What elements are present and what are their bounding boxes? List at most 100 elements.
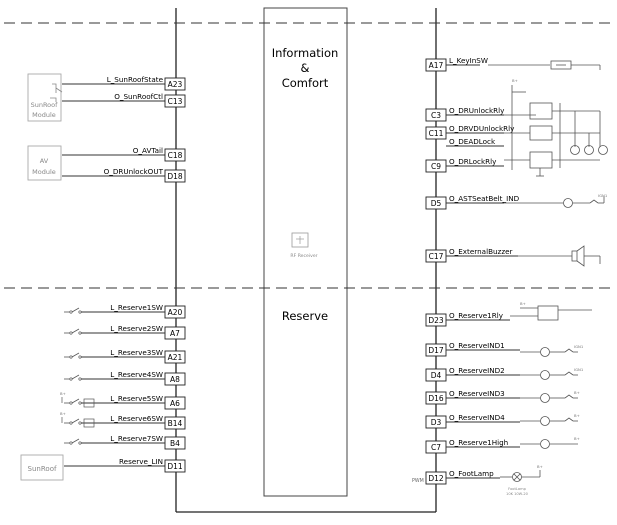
pin-label: A21 <box>168 353 183 362</box>
pwm-label: PWM <box>412 478 424 484</box>
footlamp-lamp <box>512 472 522 482</box>
sunroof-lin-box <box>20 454 64 481</box>
right-devices <box>488 60 608 482</box>
signal-label: O_Reserve1High <box>449 438 508 447</box>
right-pin-o-reserveind2: D4O_ReserveIND2 <box>425 366 520 382</box>
sunroof-module-box <box>27 73 62 122</box>
ind3-bplus-label: B+ <box>574 390 580 395</box>
door-motor-1 <box>570 145 580 155</box>
signal-label: O_AVTail <box>133 146 163 155</box>
signal-label: O_DEADLock <box>449 137 496 146</box>
signal-label: O_DRLockRly <box>449 157 497 166</box>
pin-label: A6 <box>170 399 180 408</box>
info-title-line2: & <box>301 61 310 75</box>
left-pin-a21: A21 L_Reserve3SW <box>110 348 186 364</box>
pin-label: D16 <box>428 394 444 403</box>
rf-receiver: RF Receiver <box>290 232 318 259</box>
switch-l-reserve6sw: B+ <box>60 411 165 428</box>
reserve-switches: B+ B+ <box>60 307 165 445</box>
switch-l-reserve3sw <box>64 352 165 359</box>
pin-label: D18 <box>167 172 183 181</box>
sunroof-lin-label: SunRoof <box>28 465 57 473</box>
signal-label: L_Reserve5SW <box>110 394 163 403</box>
pin-label: D23 <box>428 316 444 325</box>
signal-label: L_Reserve3SW <box>110 348 163 357</box>
bplus-label: B+ <box>60 411 66 416</box>
pin-box <box>164 169 186 183</box>
ind4-bplus-label: B+ <box>574 413 580 418</box>
reserve1-high-lamp <box>540 439 550 449</box>
pin-label: B4 <box>170 439 180 448</box>
pin-label: C11 <box>429 129 444 138</box>
signal-label: O_DRUnlockOUT <box>104 167 164 176</box>
pin-label: D11 <box>167 462 183 471</box>
signal-label: O_ReserveIND1 <box>449 341 505 350</box>
right-pin-o-reserve1high: C7 O_Reserve1High <box>425 438 520 454</box>
pin-label: D17 <box>428 346 444 355</box>
left-pin-b14: B14 L_Reserve6SW <box>110 414 186 430</box>
footlamp-bplus-label: B+ <box>537 464 543 469</box>
pin-box <box>164 77 186 91</box>
switch-l-reserve5sw: B+ <box>60 391 165 408</box>
pin-box <box>164 459 186 473</box>
reserve-ind3-lamp <box>540 393 550 403</box>
pin-label: C18 <box>168 151 183 160</box>
switch-l-reserve4sw <box>64 374 165 381</box>
footlamp-label: FootLamp <box>508 487 526 491</box>
seatbelt-indicator-lamp <box>563 198 573 208</box>
right-pin-o-reserveind3: D16 O_ReserveIND3 <box>425 389 520 405</box>
left-pin-a8: A8 L_Reserve4SW <box>110 370 186 386</box>
reserve-ind4-lamp <box>540 416 550 426</box>
pin-label: A8 <box>170 375 180 384</box>
pin-label: C7 <box>431 443 441 452</box>
pin-label: C9 <box>431 162 441 171</box>
signal-label: O_SunRoofCtl <box>114 92 163 101</box>
reserve-ind1-lamp <box>540 347 550 357</box>
door-motor-2 <box>584 145 594 155</box>
pin-label: C13 <box>168 97 183 106</box>
signal-label: L_Reserve7SW <box>110 434 163 443</box>
signal-label: L_Reserve4SW <box>110 370 163 379</box>
right-pin-o-reserve1rly: D23 O_Reserve1Rly <box>425 311 510 327</box>
right-pin-o-astseatbelt-ind: D5O_ASTSeatBelt_IND <box>425 194 520 210</box>
signal-label: O_Reserve1Rly <box>449 311 504 320</box>
right-pin-o-drunlockrly: C3 O_DRUnlockRly <box>425 106 505 122</box>
reserve1-relay <box>537 305 559 321</box>
ind1-ign1-label: IGN1 <box>574 344 584 349</box>
ind2-ign1-label: IGN1 <box>574 367 584 372</box>
right-connector-pins: A17L_KeyInSWC3O_DRUnlockRlyC11O_DRVDUnlo… <box>425 56 520 485</box>
right-pin-o-reserveind4: D3O_ReserveIND4 <box>425 413 520 429</box>
pin-label: D5 <box>431 199 442 208</box>
pin-box <box>164 94 186 108</box>
door-motor-3 <box>598 145 608 155</box>
signal-label: L_Reserve6SW <box>110 414 163 423</box>
pin-box <box>164 148 186 162</box>
info-title-line1: Information <box>272 46 339 60</box>
left-pin-a6: A6 L_Reserve5SW <box>110 394 186 410</box>
signal-label: O_ReserveIND4 <box>449 413 505 422</box>
lock-bplus-label: B+ <box>512 78 518 83</box>
signal-label: L_Reserve1SW <box>110 303 163 312</box>
relay-bplus-label: B+ <box>520 301 526 306</box>
sunroof-lin-module: SunRoof <box>20 454 64 481</box>
pin-label: D4 <box>431 371 442 380</box>
av-module-box <box>27 145 62 181</box>
pin-label: C3 <box>431 111 441 120</box>
switch-l-reserve1sw <box>64 307 165 314</box>
signal-label: O_DRUnlockRly <box>449 106 505 115</box>
pin-label: C17 <box>429 252 444 261</box>
seatbelt-ign1-label: IGN1 <box>598 193 608 198</box>
pin-label: A17 <box>429 61 444 70</box>
pin-label: B14 <box>168 419 183 428</box>
sunroof-module-label2: Module <box>32 111 56 119</box>
av-module: AV Module <box>27 145 62 181</box>
signal-label: O_ReserveIND3 <box>449 389 505 398</box>
switch-l-reserve2sw <box>64 328 165 335</box>
pin-label: A23 <box>168 80 183 89</box>
